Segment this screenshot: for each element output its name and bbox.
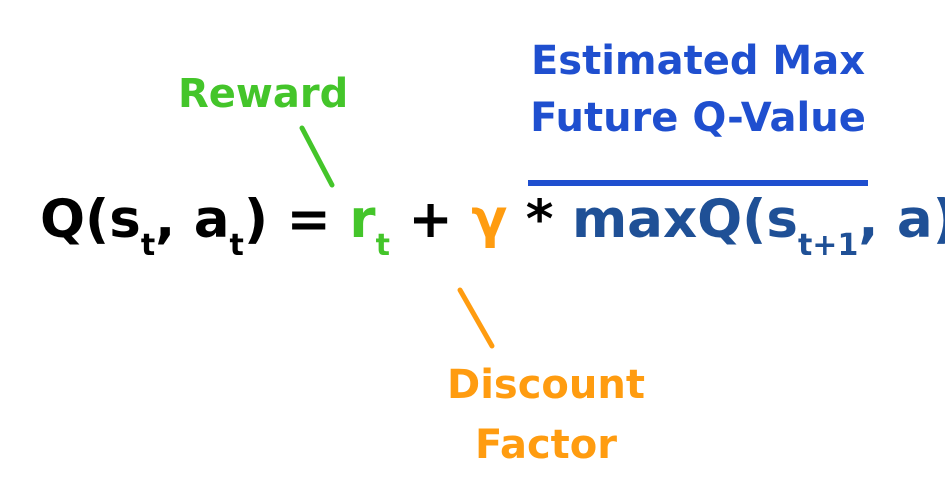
lhs-close-equals: ) = (243, 189, 350, 250)
lhs-subscript-a: t (229, 228, 244, 263)
discount-factor-label: Discount Factor (416, 355, 676, 475)
discount-label-line2: Factor (474, 422, 617, 468)
gamma-symbol: γ (471, 189, 508, 250)
future-q-label: Estimated Max Future Q-Value (518, 33, 878, 147)
lhs-comma-a: , a (155, 189, 230, 250)
lhs-q: Q(s (40, 189, 141, 250)
discount-label-line1: Discount (447, 362, 645, 408)
future-q-label-line2: Future Q-Value (530, 95, 866, 141)
reward-term: rt (349, 189, 389, 261)
reward-label: Reward (178, 71, 349, 117)
reward-r: r (349, 189, 376, 250)
max-q-term: maxQ(st+1, a) (571, 189, 945, 261)
max-q-subscript: t+1 (797, 228, 859, 263)
multiply-sign: * (507, 189, 572, 250)
max-q-prefix: maxQ(s (571, 189, 798, 250)
plus-sign: + (389, 189, 472, 250)
discount-pointer-line (457, 287, 495, 349)
lhs-subscript-s: t (140, 228, 156, 263)
future-q-label-line1: Estimated Max (530, 38, 866, 84)
bellman-equation: Q(st, at) = rt + γ * maxQ(st+1, a) (40, 193, 945, 261)
max-q-close: , a) (858, 189, 945, 250)
reward-subscript: t (375, 228, 390, 263)
reward-pointer-line (299, 125, 335, 188)
